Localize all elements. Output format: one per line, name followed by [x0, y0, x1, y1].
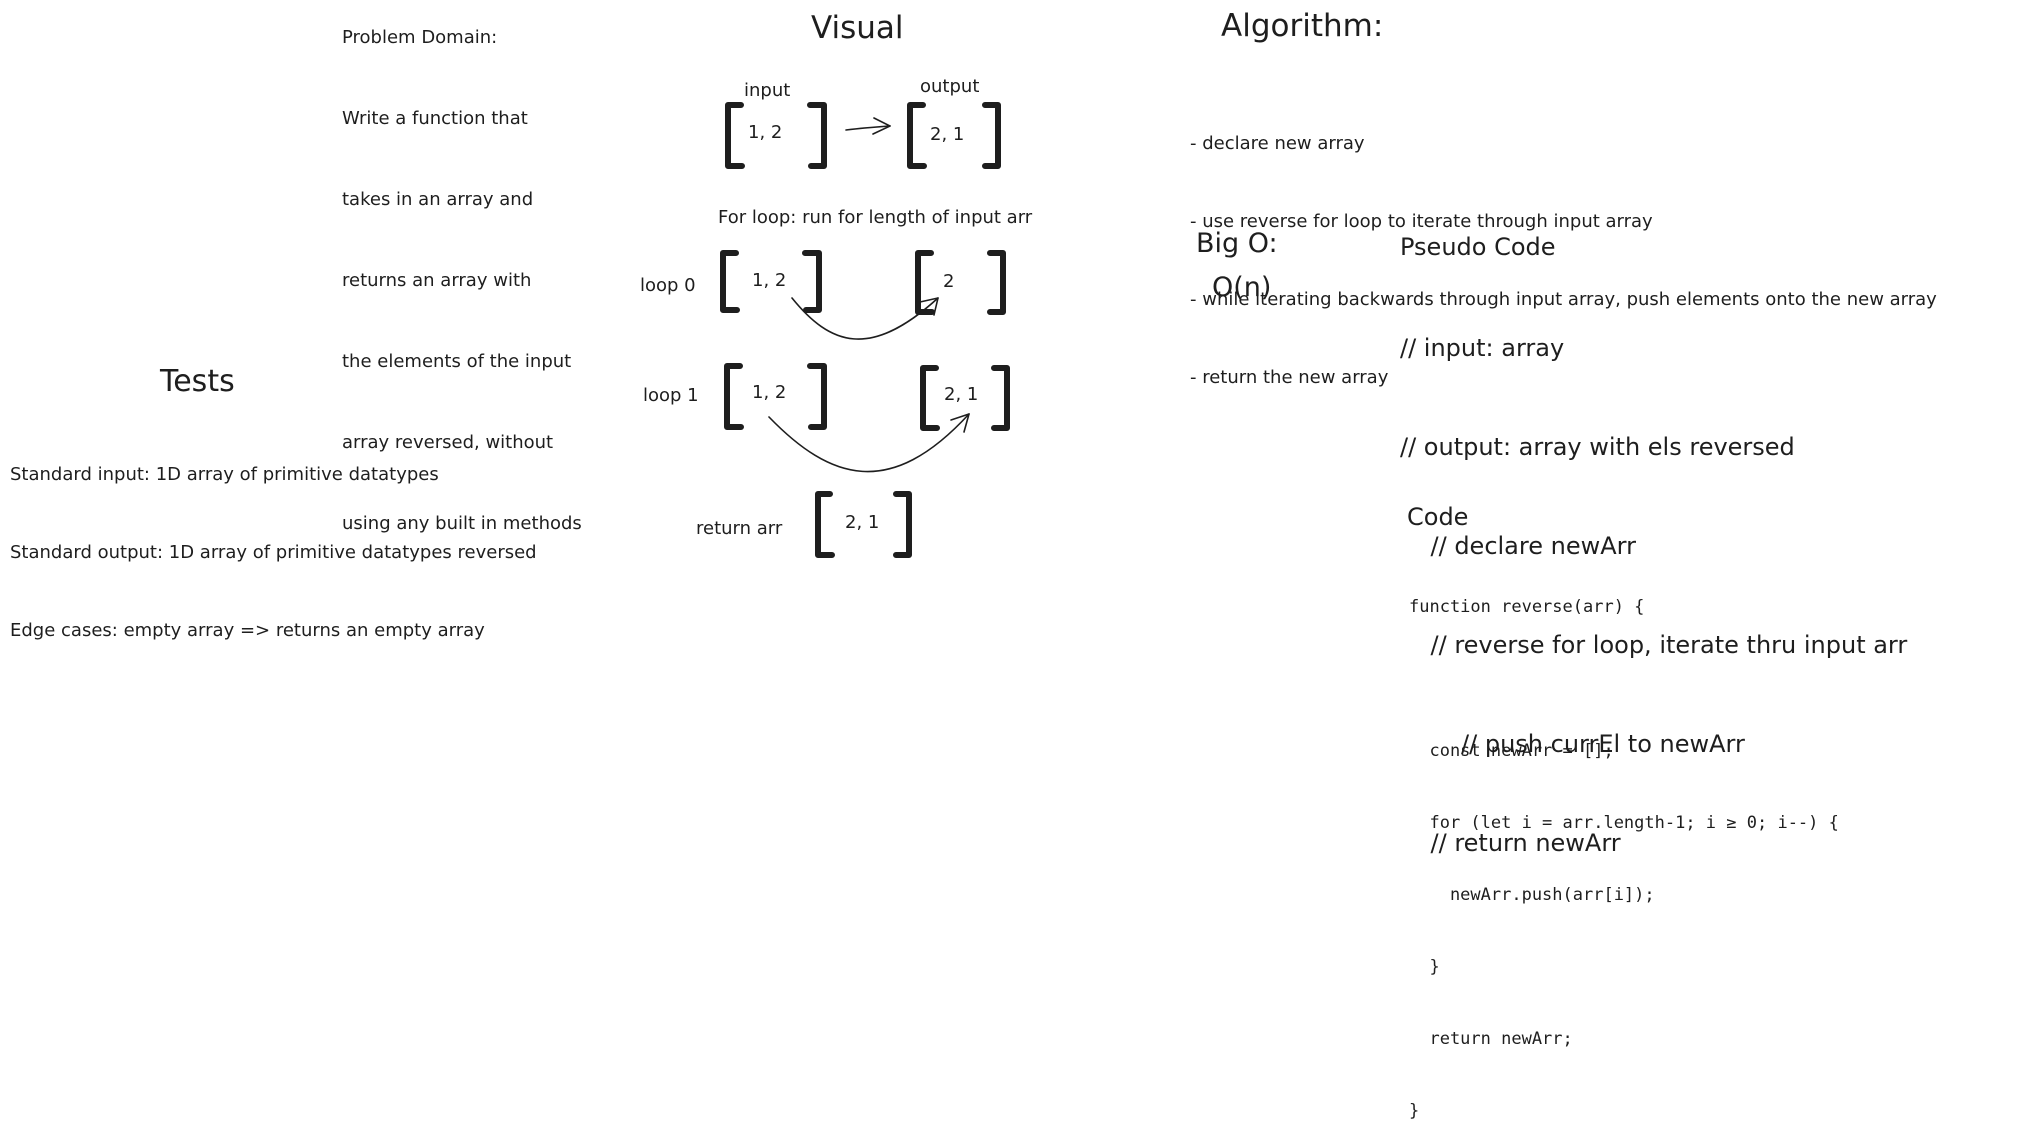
- pseudo-code-line: // input: array: [1400, 334, 1565, 362]
- algorithm-step: - return the new array: [1190, 367, 1389, 388]
- loop1-left-values: 1, 2: [752, 382, 787, 403]
- input-to-output-arrow: [845, 125, 891, 131]
- loop1-label: loop 1: [643, 385, 699, 406]
- pseudo-code-line: // push currEl to newArr: [1400, 730, 1745, 758]
- problem-domain-line: array reversed, without: [342, 432, 554, 453]
- loop0-arrowhead: [919, 297, 939, 316]
- code-title: Code: [1407, 503, 1469, 531]
- pseudo-code-line: // output: array with els reversed: [1400, 433, 1795, 461]
- problem-domain-line: takes in an array and: [342, 189, 534, 210]
- code-block: function reverse(arr) { const newArr = […: [1409, 547, 1839, 1147]
- big-o-value: O(n): [1212, 272, 1272, 303]
- output-right-bracket: [982, 102, 1001, 169]
- loop0-right-bracket-close: [987, 250, 1006, 315]
- problem-domain-line: using any built in methods: [342, 513, 582, 534]
- pseudo-code-lines: // input: array // output: array with el…: [1400, 266, 1907, 893]
- return-right-bracket: [893, 491, 912, 558]
- loop1-right-values: 2, 1: [944, 384, 979, 405]
- big-o-title: Big O:: [1196, 228, 1278, 259]
- output-array-values: 2, 1: [930, 124, 965, 145]
- visual-diagram-drawing: [720, 102, 1010, 558]
- loop1-arrowhead: [950, 413, 970, 433]
- loop0-right-values: 2: [943, 271, 955, 292]
- algorithm-step: - declare new array: [1190, 133, 1365, 154]
- output-left-bracket: [907, 102, 927, 169]
- return-array-values: 2, 1: [845, 512, 880, 533]
- problem-domain-line: returns an array with: [342, 270, 532, 291]
- code-line: newArr.push(arr[i]);: [1409, 885, 1655, 905]
- problem-domain-heading: Problem Domain:: [342, 27, 498, 48]
- loop1-left-bracket-close: [807, 363, 827, 430]
- tests-lines: Standard input: 1D array of primitive da…: [10, 410, 537, 670]
- code-line: const newArr = [];: [1409, 741, 1614, 761]
- code-line: }: [1409, 1101, 1420, 1121]
- loop0-label: loop 0: [640, 275, 696, 296]
- tests-line: Standard output: 1D array of primitive d…: [10, 542, 537, 563]
- problem-domain-line: the elements of the input: [342, 351, 572, 372]
- code-line: }: [1409, 957, 1440, 977]
- tests-title: Tests: [160, 364, 235, 399]
- problem-domain-text: Write a function that takes in an array …: [342, 51, 582, 564]
- tests-line: Edge cases: empty array => returns an em…: [10, 620, 485, 641]
- loop1-left-bracket-open: [724, 363, 744, 430]
- loop1-arrow: [768, 413, 970, 473]
- loop0-left-bracket-open: [720, 250, 740, 313]
- loop0-left-values: 1, 2: [752, 270, 787, 291]
- for-loop-note: For loop: run for length of input arr: [718, 207, 1033, 228]
- input-left-bracket: [725, 102, 745, 169]
- input-right-bracket: [807, 102, 827, 169]
- pseudo-code-title: Pseudo Code: [1400, 233, 1556, 261]
- loop1-right-bracket-open: [920, 365, 940, 431]
- input-array-values: 1, 2: [748, 122, 783, 143]
- visual-title: Visual: [811, 10, 904, 46]
- loop0-left-bracket-close: [802, 250, 822, 313]
- code-line: return newArr;: [1409, 1029, 1573, 1049]
- loop0-arrow: [791, 297, 939, 340]
- algorithm-steps: - declare new array - use reverse for lo…: [1190, 79, 1937, 417]
- return-left-bracket: [815, 491, 835, 558]
- loop0-right-bracket-open: [915, 250, 935, 315]
- problem-domain-line: Write a function that: [342, 108, 528, 129]
- input-to-output-arrowhead: [872, 117, 891, 135]
- algorithm-step: - while iterating backwards through inpu…: [1190, 289, 1937, 310]
- code-line: function reverse(arr) {: [1409, 597, 1645, 617]
- pseudo-code-line: // declare newArr: [1400, 532, 1636, 560]
- tests-line: Standard input: 1D array of primitive da…: [10, 464, 439, 485]
- output-label: output: [920, 76, 980, 97]
- algorithm-title: Algorithm:: [1221, 8, 1384, 44]
- code-line: for (let i = arr.length-1; i ≥ 0; i--) {: [1409, 813, 1839, 833]
- algorithm-step: - use reverse for loop to iterate throug…: [1190, 211, 1653, 232]
- loop1-right-bracket-close: [991, 365, 1010, 431]
- pseudo-code-line: // reverse for loop, iterate thru input …: [1400, 631, 1908, 659]
- return-label: return arr: [696, 518, 783, 539]
- code-line: [1409, 667, 1839, 691]
- input-label: input: [744, 80, 791, 101]
